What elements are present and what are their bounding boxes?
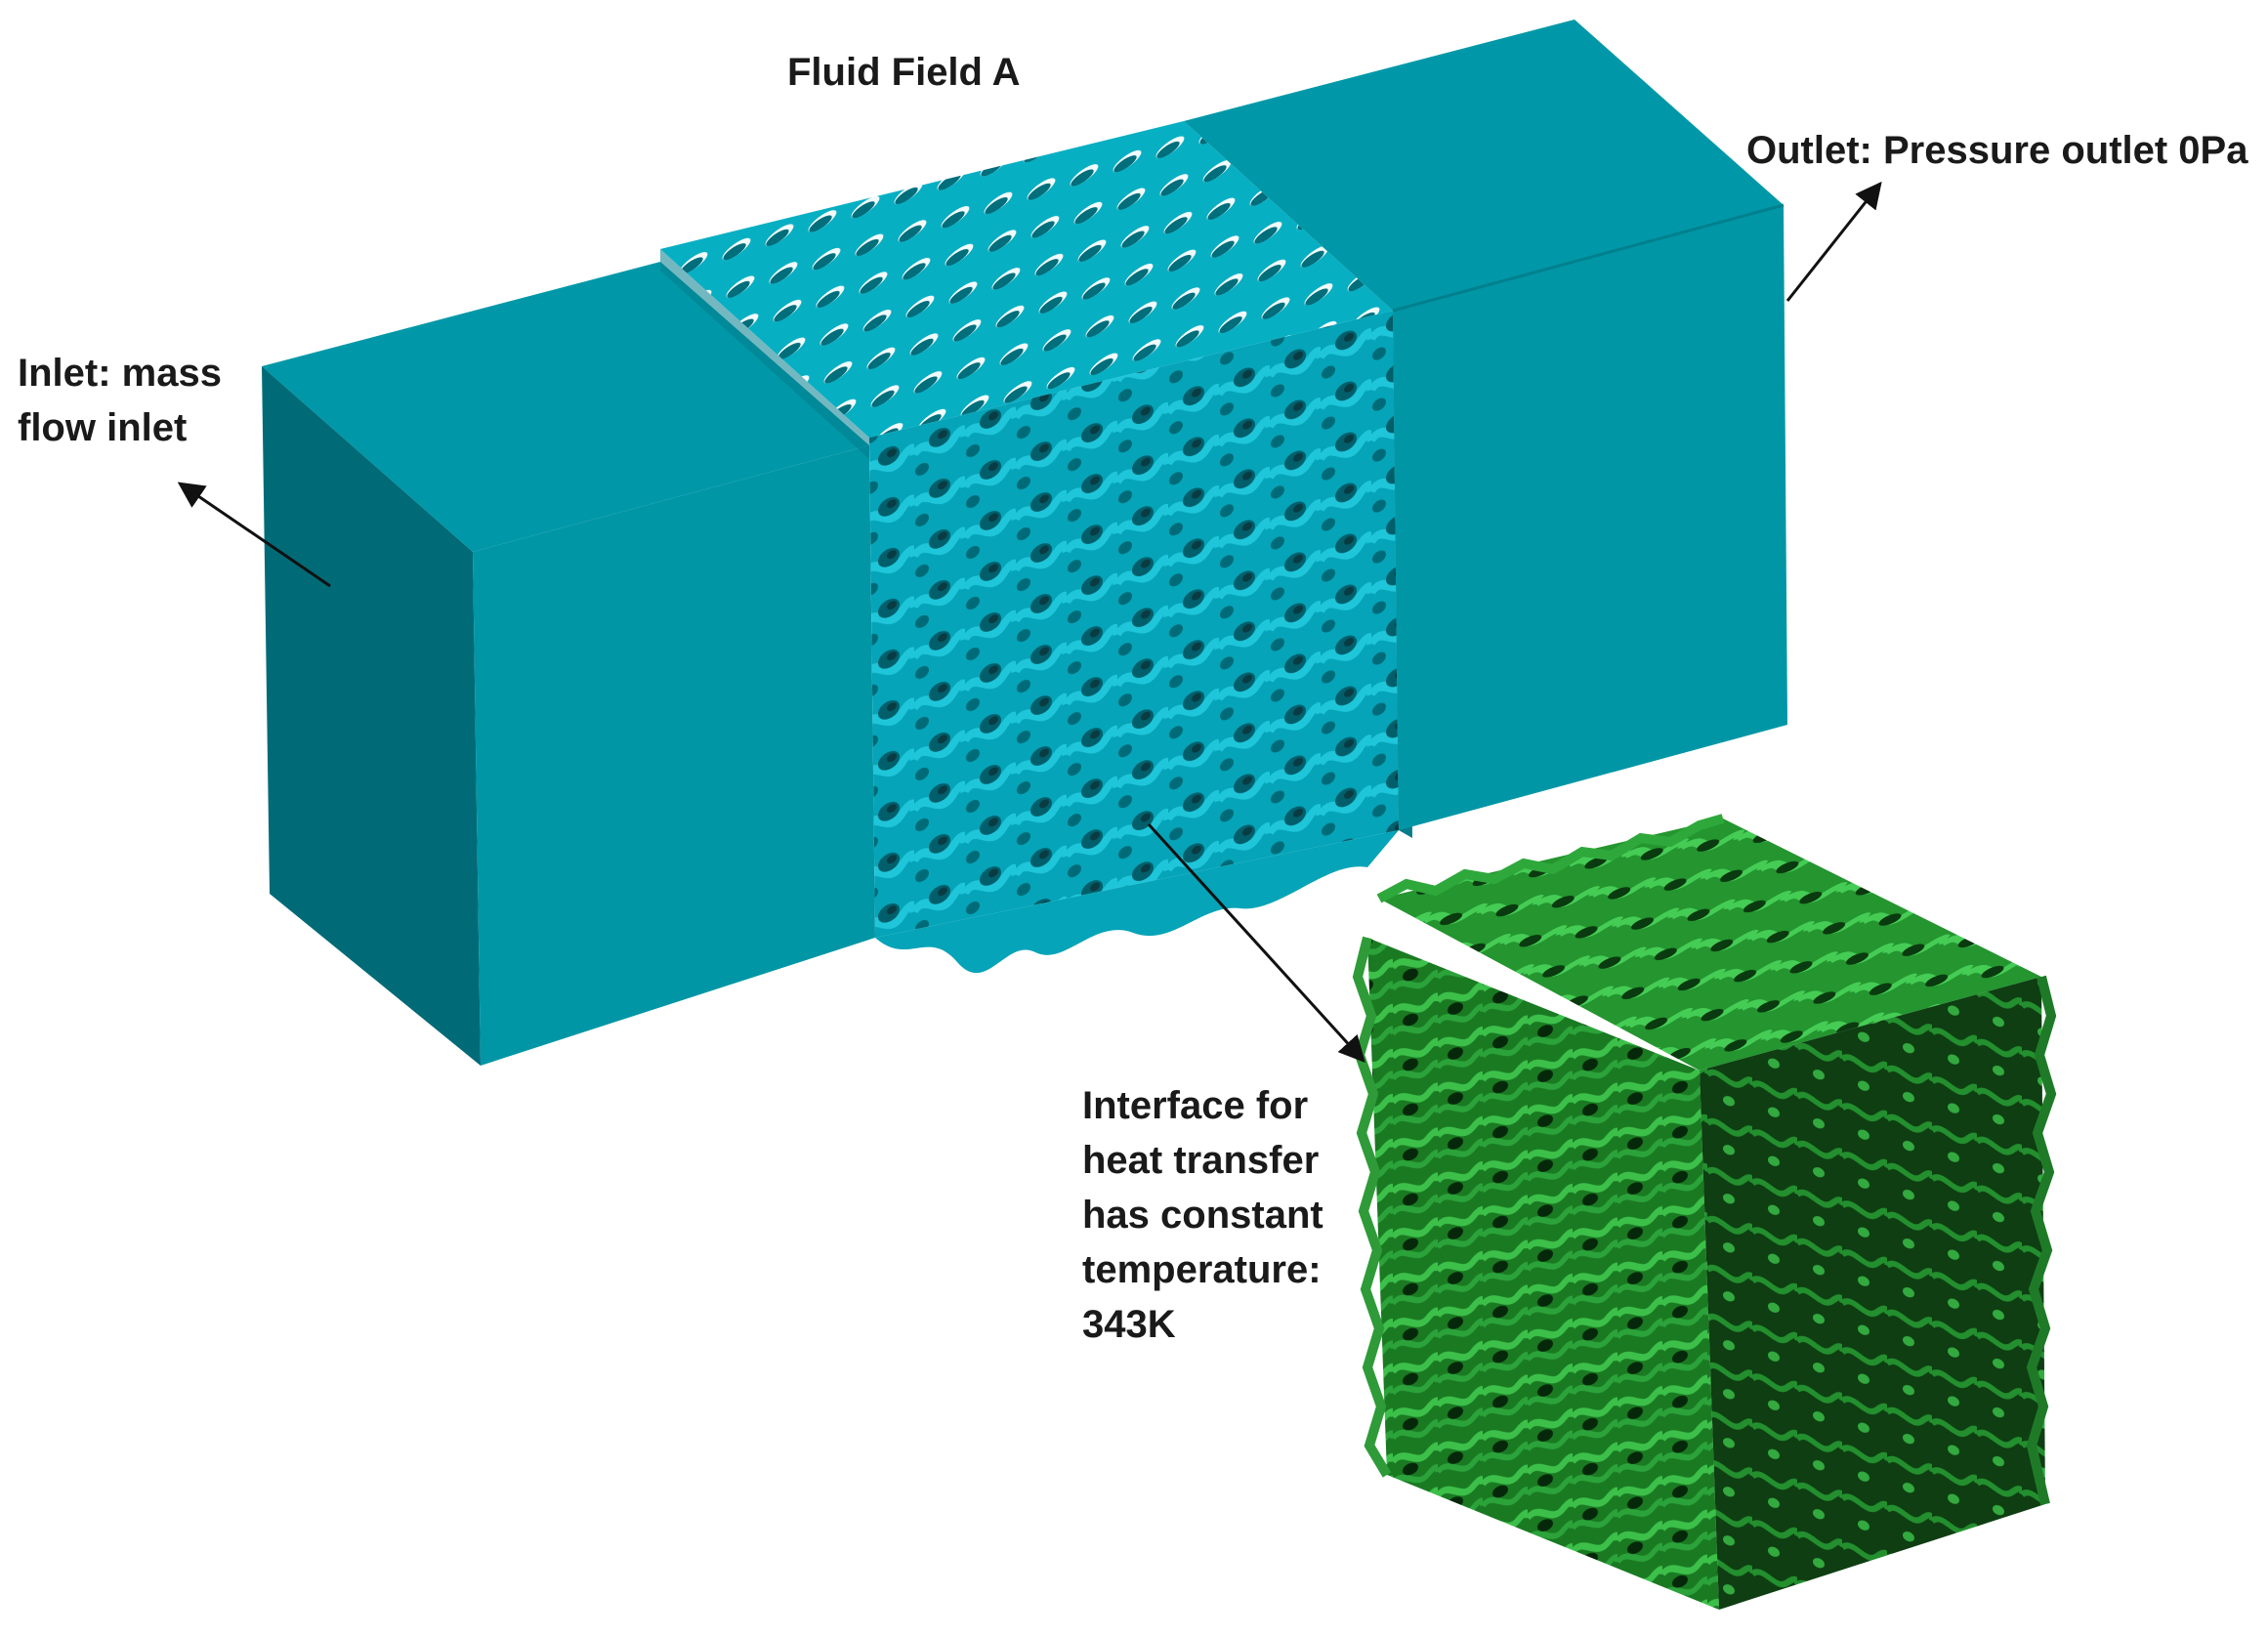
interface-label-line2: heat transfer xyxy=(1082,1139,1320,1182)
solid-top-face xyxy=(1379,818,2041,1070)
gyroid-lattice-fluid xyxy=(660,121,1412,974)
outlet-block-front-face xyxy=(1393,205,1787,830)
solid-side-face xyxy=(1700,977,2045,1610)
lattice-top-edge-shade xyxy=(660,249,869,459)
lattice-top-face xyxy=(660,121,1393,438)
solid-lattice-cube xyxy=(1352,814,2057,1610)
outlet-block-top-face xyxy=(1184,20,1784,311)
solid-top-jagged-edge xyxy=(1376,814,1725,903)
interface-label: Interface for heat transfer has constant… xyxy=(1082,1078,1323,1352)
inlet-block-side-face xyxy=(262,366,481,1066)
inlet-block-top-face xyxy=(262,262,869,552)
inlet-fluid-block xyxy=(262,262,875,1066)
solid-right-jagged-edge xyxy=(2026,975,2057,1506)
solid-left-jagged-edge xyxy=(1352,936,1392,1478)
inlet-label: Inlet: mass flow inlet xyxy=(18,346,222,455)
inlet-label-line2: flow inlet xyxy=(18,406,188,449)
inlet-block-front-face xyxy=(473,445,875,1066)
inlet-label-line1: Inlet: mass xyxy=(18,352,222,395)
interface-label-line1: Interface for xyxy=(1082,1084,1309,1127)
outlet-arrow xyxy=(1785,181,1882,302)
lattice-front-face xyxy=(869,311,1399,938)
fluid-field-title: Fluid Field A xyxy=(787,51,1021,94)
outlet-block-top-edge xyxy=(1392,203,1785,313)
interface-label-line3: has constant xyxy=(1082,1194,1323,1237)
outlet-fluid-block xyxy=(1184,20,1787,830)
lattice-bottom-edge xyxy=(875,830,1399,974)
interface-label-line5: 343K xyxy=(1082,1303,1176,1346)
interface-label-line4: temperature: xyxy=(1082,1248,1322,1291)
outlet-label: Outlet: Pressure outlet 0Pa xyxy=(1746,129,2248,172)
solid-front-face xyxy=(1367,938,1719,1610)
interface-arrow xyxy=(1147,822,1365,1063)
inlet-arrow xyxy=(177,482,331,588)
